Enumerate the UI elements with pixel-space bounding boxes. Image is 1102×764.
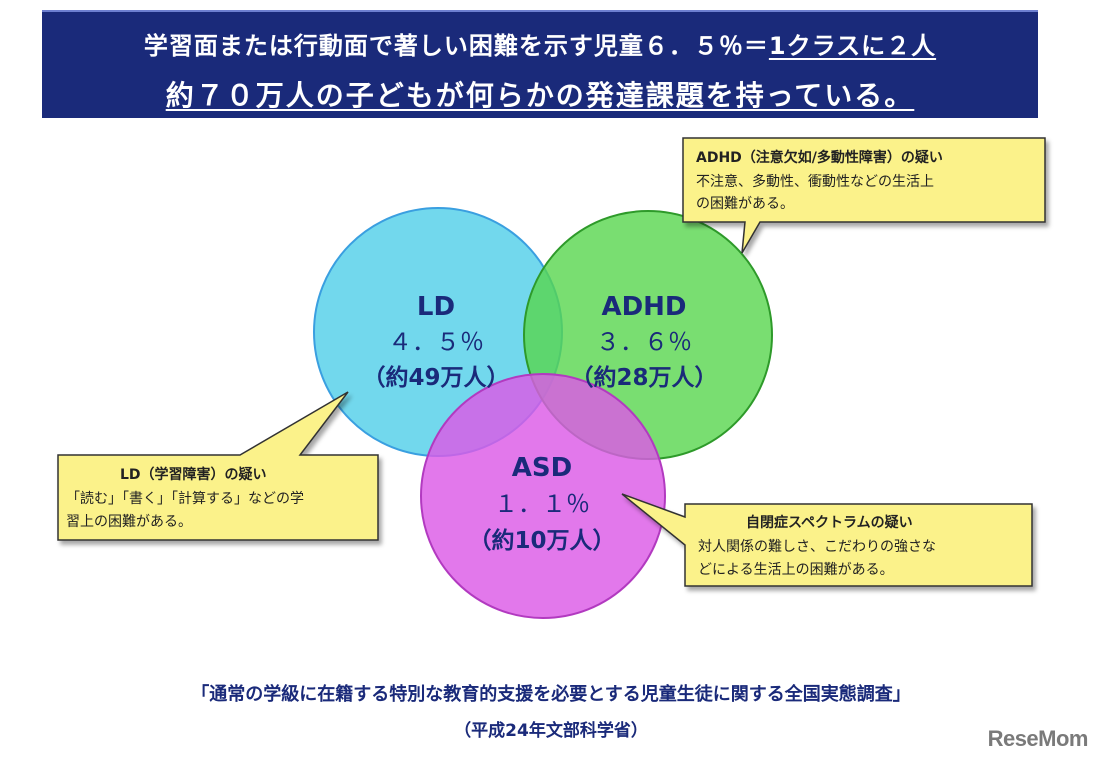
adhd-callout-line2: の困難がある。 [696, 196, 794, 212]
header-banner: 学習面または行動面で著しい困難を示す児童６．５％＝1クラスに２人 約７０万人の子… [42, 10, 1038, 118]
adhd-percent: ３．６％ [596, 328, 692, 356]
banner-statistic-highlight: 1クラスに２人 [768, 32, 937, 60]
banner-headline: 約７０万人の子どもが何らかの発達課題を持っている。 [165, 79, 915, 112]
resemom-logo: ReseMom [987, 726, 1089, 751]
ld-callout-line2: 習上の困難がある。 [66, 514, 192, 530]
asd-percent: １．１％ [494, 490, 590, 518]
adhd-name: ADHD [601, 292, 686, 322]
ld-callout [57, 391, 379, 541]
banner-statistic: 学習面または行動面で著しい困難を示す児童６．５％＝1クラスに２人 [42, 26, 1038, 61]
asd-name: ASD [512, 453, 572, 483]
adhd-callout-title: ADHD（注意欠如/多動性障害）の疑い [696, 149, 943, 166]
asd-callout-title: 自閉症スペクトラムの疑い [746, 514, 913, 531]
adhd-callout-line1: 不注意、多動性、衝動性などの生活上 [696, 173, 934, 190]
ld-count: （約49万人） [362, 364, 509, 391]
asd-circle [420, 373, 666, 619]
asd-callout-line1: 対人関係の難しさ、こだわりの強さな [698, 539, 936, 555]
asd-count: （約10万人） [468, 527, 615, 554]
banner-statistic-text: 学習面または行動面で著しい困難を示す児童６．５％＝ [143, 32, 769, 60]
adhd-count: （約28万人） [570, 364, 717, 391]
ld-percent: ４．５％ [388, 328, 484, 356]
ld-callout-title: LD（学習障害）の疑い [120, 466, 267, 483]
source-org: （平成24年文部科学省） [454, 721, 648, 741]
ld-callout-line1: 「読む」「書く」「計算する」などの学 [66, 490, 304, 507]
source-title: 「通常の学級に在籍する特別な教育的支援を必要とする児童生徒に関する全国実態調査」 [191, 684, 911, 705]
asd-callout-line2: どによる生活上の困難がある。 [698, 562, 894, 578]
ld-name: LD [417, 292, 455, 322]
adhd-callout [682, 137, 1046, 254]
asd-callout [621, 493, 1033, 587]
